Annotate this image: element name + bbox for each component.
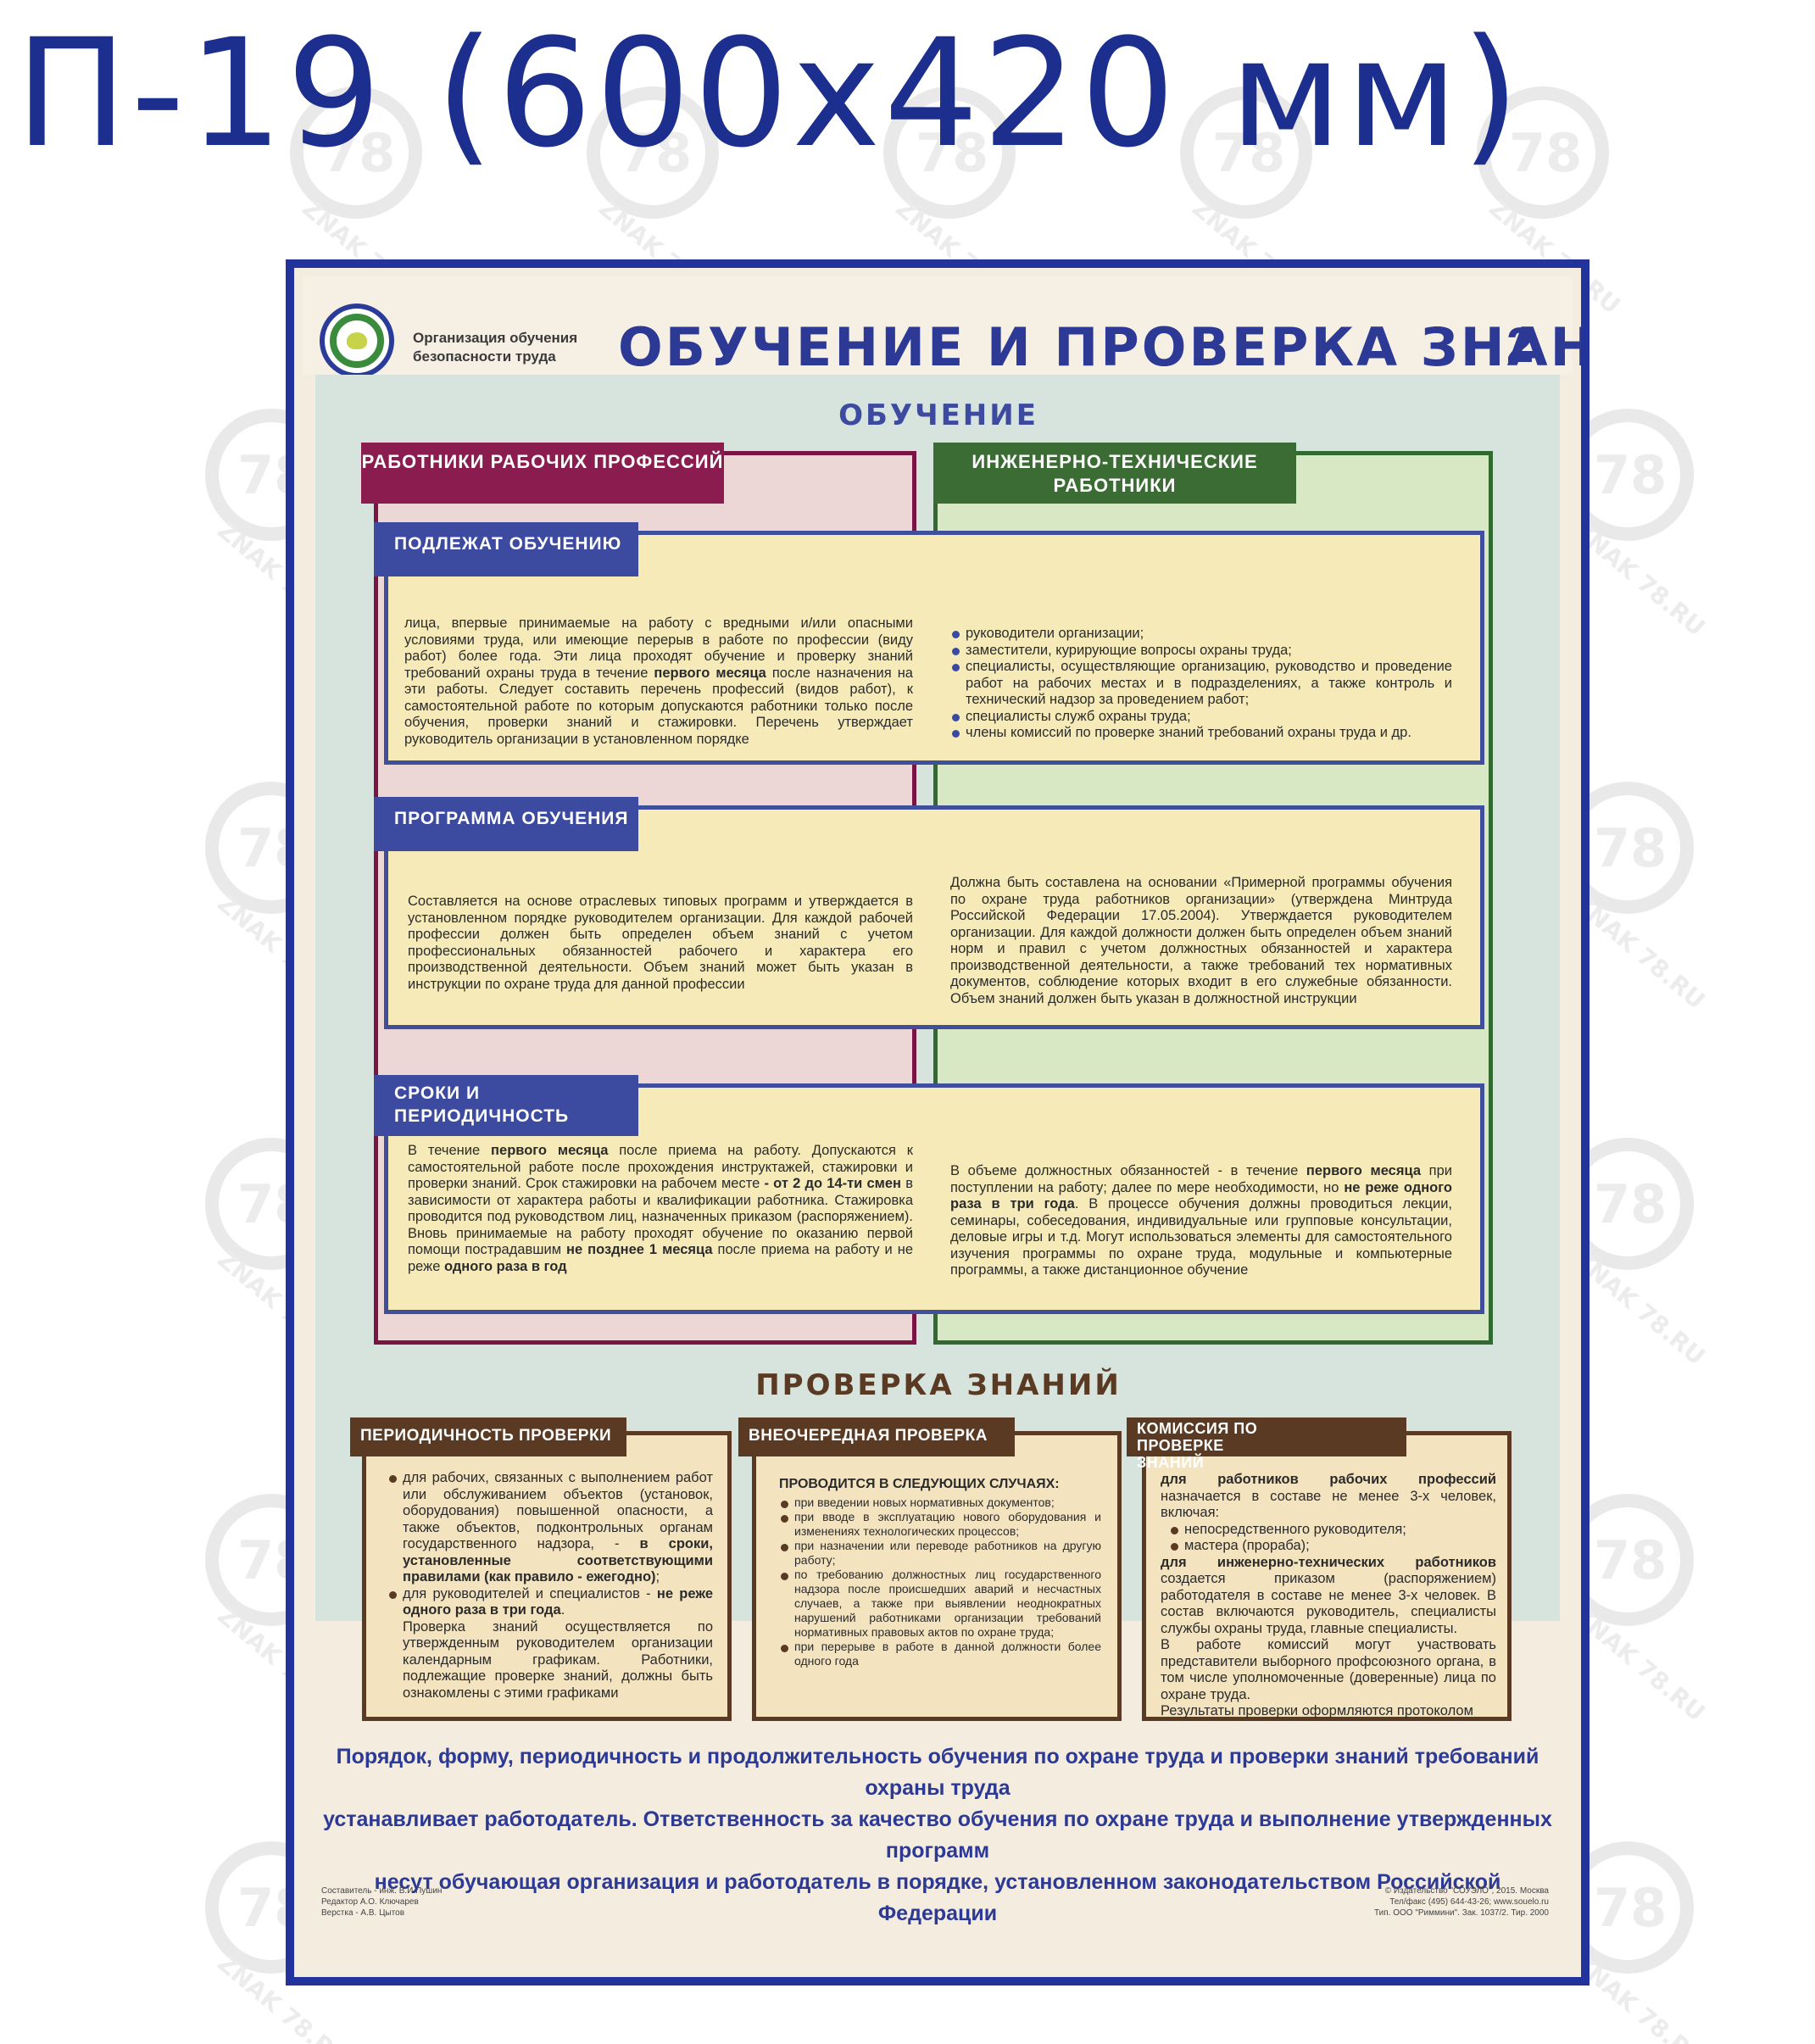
periodicity-text: для рабочих, связанных с выполнением раб…	[387, 1470, 713, 1701]
engineers-column-label: ИНЖЕНЕРНО-ТЕХНИЧЕСКИЕ РАБОТНИКИ	[933, 443, 1296, 504]
subject-engineers-list: руководители организации; заместители, к…	[950, 626, 1452, 742]
periodicity-block	[362, 1431, 732, 1721]
list-item: по требованию должностных лиц государств…	[779, 1568, 1101, 1640]
org-title: Организация обучения безопасности труда	[413, 330, 578, 365]
list-item: при введении новых нормативных документо…	[779, 1495, 1101, 1510]
list-item: непосредственного руководителя;	[1169, 1522, 1496, 1539]
list-item: для рабочих, связанных с выполнением раб…	[387, 1470, 713, 1586]
list-item: мастера (прораба);	[1169, 1538, 1496, 1555]
terms-engineers-text: В объеме должностных обязанностей - в те…	[950, 1163, 1452, 1278]
list-item: заместители, курирующие вопросы охраны т…	[950, 643, 1452, 660]
extraordinary-text: ПРОВОДИТСЯ В СЛЕДУЮЩИХ СЛУЧАЯХ: при введ…	[779, 1475, 1101, 1668]
program-engineers-text: Должна быть составлена на основании «При…	[950, 875, 1452, 1006]
extraordinary-tab: ВНЕОЧЕРЕДНАЯ ПРОВЕРКА	[738, 1417, 1015, 1456]
terms-tab: СРОКИ И ПЕРИОДИЧНОСТЬ	[374, 1075, 638, 1136]
extraordinary-block	[752, 1431, 1122, 1721]
subject-tab: ПОДЛЕЖАТ ОБУЧЕНИЮ	[374, 522, 638, 576]
poster: Организация обучения безопасности труда …	[286, 259, 1590, 1986]
list-item: специалисты, осуществляющие организацию,…	[950, 659, 1452, 709]
poster-header: Организация обучения безопасности труда …	[303, 276, 1581, 378]
extraordinary-head: ПРОВОДИТСЯ В СЛЕДУЮЩИХ СЛУЧАЯХ:	[779, 1477, 1060, 1491]
poster-inner: Организация обучения безопасности труда …	[303, 276, 1581, 1977]
logo-icon	[320, 304, 394, 378]
workers-column-label: РАБОТНИКИ РАБОЧИХ ПРОФЕССИЙ	[361, 443, 724, 504]
list-item: при перерыве в работе в данной должности…	[779, 1640, 1101, 1668]
poster-number: 2	[1506, 318, 1534, 373]
list-item: специалисты служб охраны труда;	[950, 709, 1452, 726]
list-item: для руководителей и специалистов - не ре…	[387, 1586, 713, 1619]
commission-tab: КОМИССИЯ ПО ПРОВЕРКЕ ЗНАНИЙ	[1127, 1417, 1406, 1471]
product-title: П-19 (600х420 мм)	[15, 7, 1523, 181]
program-workers-text: Составляется на основе отраслевых типовы…	[408, 894, 913, 992]
subject-workers-text: лица, впервые принимаемые на работу с вр…	[404, 615, 913, 747]
commission-text: для работников рабочих профессий назнача…	[1161, 1472, 1496, 1718]
credits-right: © Издательство "СОУЭЛО", 2015. Москва Те…	[1374, 1886, 1549, 1918]
list-item: руководители организации;	[950, 626, 1452, 643]
summary-text: Порядок, форму, периодичность и продолжи…	[323, 1745, 1552, 1925]
main-title: ОБУЧЕНИЕ И ПРОВЕРКА ЗНАНИЙ	[618, 316, 1590, 378]
program-tab: ПРОГРАММА ОБУЧЕНИЯ	[374, 797, 638, 851]
training-title: ОБУЧЕНИЕ	[838, 398, 1038, 432]
periodicity-tab: ПЕРИОДИЧНОСТЬ ПРОВЕРКИ	[350, 1417, 626, 1456]
terms-workers-text: В течение первого месяца после приема на…	[408, 1143, 914, 1274]
list-item: при назначении или переводе работников н…	[779, 1539, 1101, 1568]
credits-left: Составитель - инж. В.И.Пушин Редактор А.…	[321, 1886, 443, 1918]
check-title: ПРОВЕРКА ЗНАНИЙ	[755, 1368, 1122, 1402]
list-item: при вводе в эксплуатацию нового оборудов…	[779, 1510, 1101, 1539]
periodicity-note: Проверка знаний осуществляется по утверж…	[403, 1618, 713, 1701]
list-item: члены комиссий по проверке знаний требов…	[950, 725, 1452, 742]
